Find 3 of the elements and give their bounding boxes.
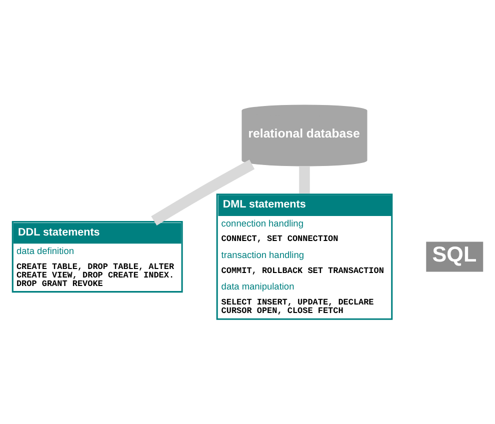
- label: SQL: [432, 240, 477, 266]
- connector: [151, 159, 255, 225]
- connector: [299, 166, 310, 194]
